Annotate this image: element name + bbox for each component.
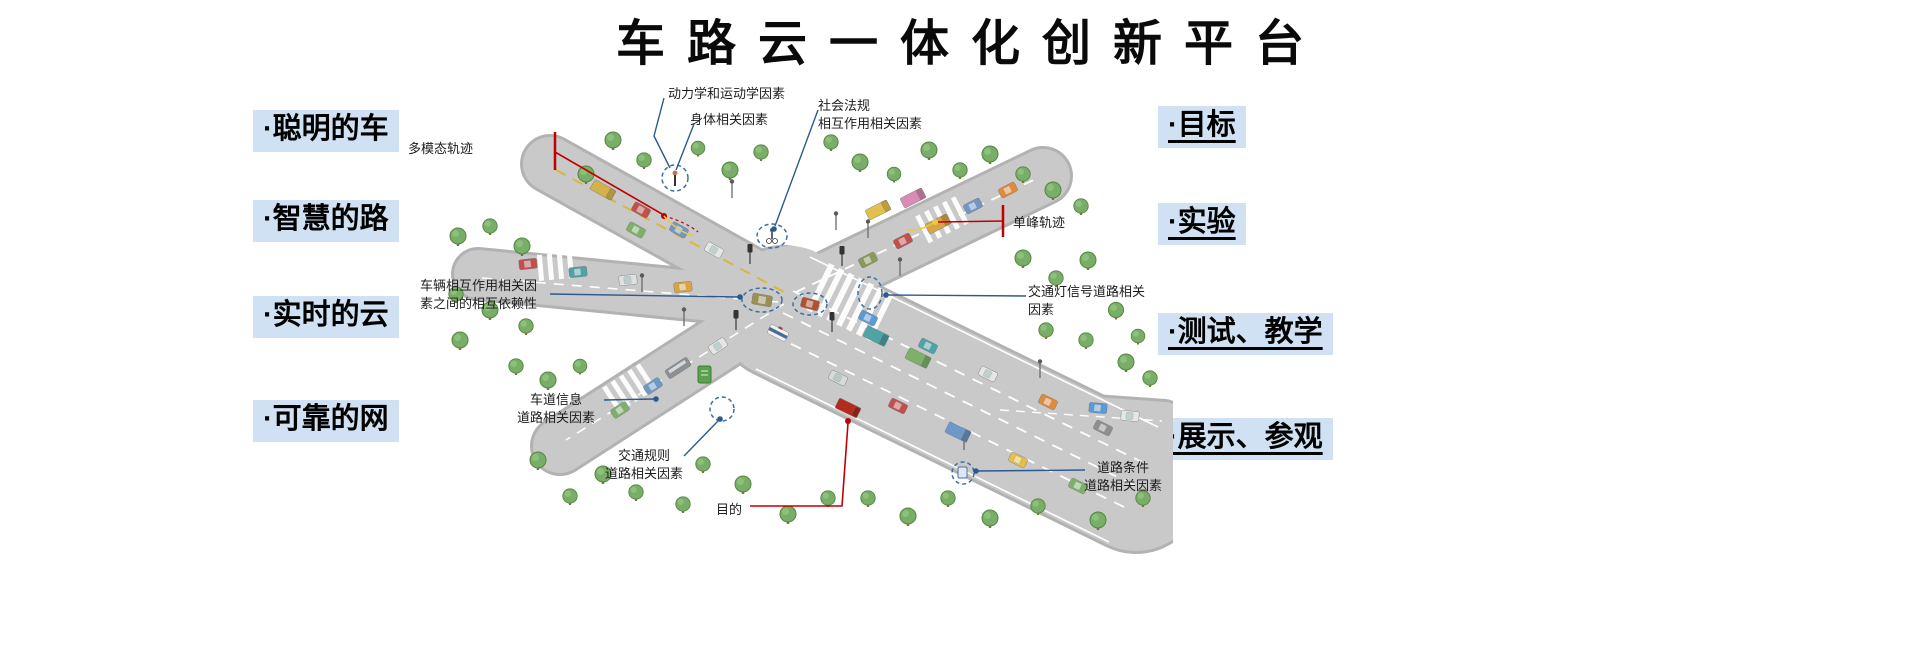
annotation-connectors-red bbox=[553, 132, 1005, 507]
police-car bbox=[767, 324, 789, 342]
dashed-highlight-circles bbox=[661, 164, 975, 485]
vehicles bbox=[518, 179, 1140, 494]
left-label-smart-vehicle: ·聪明的车 bbox=[253, 110, 399, 152]
left-label-intelligent-road: ·智慧的路 bbox=[253, 200, 399, 242]
page-title: 车路云一体化创新平台 bbox=[615, 17, 1326, 71]
intersection-scene bbox=[448, 97, 1173, 554]
annotation-lane-info: 车道信息 道路相关因素 bbox=[516, 392, 595, 425]
right-label-test-teaching: ·测试、教学 bbox=[1158, 313, 1333, 355]
annotation-road-condition: 道路条件 道路相关因素 bbox=[1083, 460, 1162, 493]
left-label-realtime-cloud: ·实时的云 bbox=[253, 296, 399, 338]
annotation-connector-dots-blue bbox=[653, 226, 979, 474]
annotation-traffic-light: 交通灯信号道路相关 因素 bbox=[1028, 284, 1146, 317]
annotation-unimodal: 单峰轨迹 bbox=[1013, 215, 1066, 230]
right-label-experiment: ·实验 bbox=[1158, 203, 1246, 245]
right-label-goal: ·目标 bbox=[1158, 106, 1246, 148]
annotation-dynamics: 动力学和运动学因素 bbox=[668, 86, 786, 101]
annotation-purpose: 目的 bbox=[716, 502, 743, 517]
left-label-reliable-network: ·可靠的网 bbox=[253, 400, 399, 442]
crosswalks bbox=[536, 196, 969, 414]
annotation-interdependence: 车辆相互作用相关因 素之间的相互依赖性 bbox=[420, 278, 538, 311]
annotation-social: 社会法规 相互作用相关因素 bbox=[818, 98, 923, 131]
annotation-multimodal: 多模态轨迹 bbox=[408, 141, 474, 156]
annotation-connectors-blue bbox=[549, 97, 1086, 472]
annotation-body: 身体相关因素 bbox=[690, 112, 769, 127]
red-truck bbox=[835, 398, 862, 419]
pedestrian-figure bbox=[672, 170, 678, 186]
right-label-exhibit-visit: ·展示、参观 bbox=[1158, 418, 1333, 460]
signal-control-box bbox=[697, 365, 712, 384]
intersection-illustration: 动力学和运动学因素 身体相关因素 社会法规 相互作用相关因素 多模态轨迹 单峰轨… bbox=[398, 78, 1173, 556]
trajectory-curves bbox=[663, 215, 938, 237]
annotation-traffic-rules: 交通规则 道路相关因素 bbox=[604, 448, 683, 481]
road-condition-sign bbox=[957, 466, 968, 479]
